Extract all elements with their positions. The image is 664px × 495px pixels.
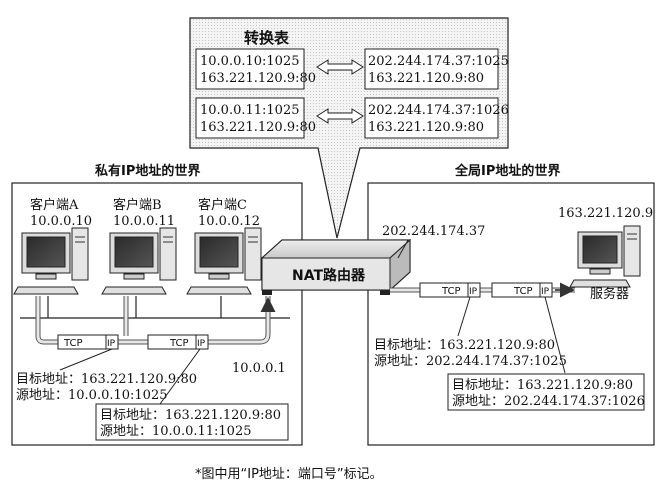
translation-row-1: 10.0.0.10:1025 163.221.120.9:80 202.244.… xyxy=(195,48,509,90)
router-public-ip: 202.244.174.37 xyxy=(382,224,485,239)
private-packet-a-src: 源地址：10.0.0.10:1025 xyxy=(16,388,168,403)
private-packet-a-dst: 目标地址：163.221.120.9:80 xyxy=(16,372,197,387)
row2-private-dst: 163.221.120.9:80 xyxy=(200,120,316,135)
client-a-ip: 10.0.0.10 xyxy=(30,214,92,229)
server-ip: 163.221.120.9 xyxy=(558,206,653,221)
client-a-name: 客户端A xyxy=(30,197,79,213)
computer-icon xyxy=(13,227,89,295)
router-private-ip: 10.0.0.1 xyxy=(232,361,286,376)
double-arrow-icon xyxy=(316,108,364,124)
computer-icon xyxy=(101,227,177,295)
row2-private-addr: 10.0.0.11:1025 xyxy=(200,103,300,118)
router-label: NAT路由器 xyxy=(292,267,366,284)
private-packet-b-dst: 目标地址：163.221.120.9:80 xyxy=(100,408,281,423)
translation-table-callout: 转换表 10.0.0.10:1025 163.221.120.9:80 202.… xyxy=(189,17,509,239)
client-b-ip: 10.0.0.11 xyxy=(113,214,175,229)
ip-tag: IP xyxy=(469,287,478,297)
computer-icon xyxy=(186,227,262,295)
packet-client-a: TCP IP xyxy=(57,334,119,350)
public-packet-2-dst: 目标地址：163.221.120.9:80 xyxy=(452,378,633,393)
private-packet-b-src: 源地址：10.0.0.11:1025 xyxy=(100,424,252,439)
ip-tag: IP xyxy=(541,287,550,297)
ip-tag: IP xyxy=(197,339,206,349)
client-b-name: 客户端B xyxy=(113,197,162,213)
double-arrow-icon xyxy=(316,59,364,75)
row1-public-addr: 202.244.174.37:1025 xyxy=(368,54,509,69)
private-packet-b-box xyxy=(95,403,289,441)
tcp-tag: TCP xyxy=(63,338,83,349)
tcp-tag: TCP xyxy=(169,338,189,349)
translation-row-2: 10.0.0.11:1025 163.221.120.9:80 202.244.… xyxy=(195,97,509,139)
tcp-tag: TCP xyxy=(513,286,533,297)
footnote: *图中用“IP地址：端口号”标记。 xyxy=(195,467,383,482)
row2-public-addr: 202.244.174.37:1026 xyxy=(368,103,509,118)
row1-public-dst: 163.221.120.9:80 xyxy=(368,71,484,86)
public-packet-1-src: 源地址：202.244.174.37:1025 xyxy=(374,354,567,369)
row2-public-dst: 163.221.120.9:80 xyxy=(368,120,484,135)
server-computer-icon xyxy=(569,225,641,288)
client-c-name: 客户端C xyxy=(198,197,247,213)
public-world-title: 全局IP地址的世界 xyxy=(454,163,560,179)
tcp-tag: TCP xyxy=(441,286,461,297)
nat-router: NAT路由器 xyxy=(260,238,412,295)
packet-client-b: TCP IP xyxy=(147,334,209,350)
client-c-ip: 10.0.0.12 xyxy=(198,214,260,229)
private-world-title: 私有IP地址的世界 xyxy=(95,163,200,179)
row1-private-dst: 163.221.120.9:80 xyxy=(200,71,316,86)
public-packet-1-dst: 目标地址：163.221.120.9:80 xyxy=(374,338,555,353)
packet-public-2: TCP IP xyxy=(491,282,553,298)
packet-public-1: TCP IP xyxy=(419,282,481,298)
server-label: 服务器 xyxy=(590,286,629,302)
ip-tag: IP xyxy=(107,339,116,349)
public-packet-2-src: 源地址：202.244.174.37:1026 xyxy=(452,394,645,409)
private-world-box xyxy=(11,182,303,446)
row1-private-addr: 10.0.0.10:1025 xyxy=(200,54,300,69)
translation-table-title: 转换表 xyxy=(244,29,290,47)
public-packet-2-box xyxy=(447,373,645,411)
